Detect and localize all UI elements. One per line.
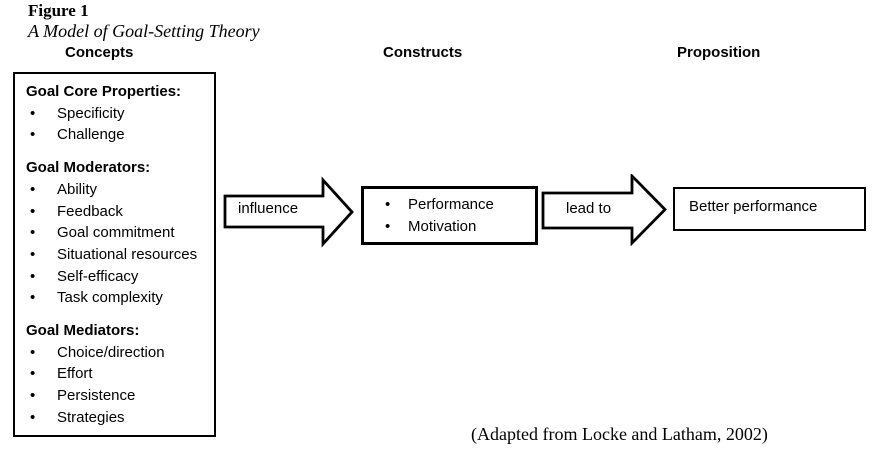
bullet-icon: • bbox=[30, 387, 36, 405]
list-item-label: Feedback bbox=[57, 202, 123, 220]
list-item-label: Effort bbox=[57, 365, 93, 383]
list-item-label: Challenge bbox=[57, 126, 125, 144]
bullet-icon: • bbox=[30, 126, 36, 144]
section-heading: Goal Mediators: bbox=[26, 322, 140, 340]
figure-number: Figure 1 bbox=[28, 1, 89, 20]
list-item: • Ability bbox=[26, 179, 211, 201]
lead-to-arrow bbox=[541, 174, 667, 246]
concepts-box: Goal Core Properties: • Specificity • Ch… bbox=[13, 72, 216, 437]
list-item: • Specificity bbox=[26, 103, 211, 125]
figure-title: A Model of Goal-Setting Theory bbox=[28, 21, 260, 41]
list-item-label: Ability bbox=[57, 180, 98, 198]
list-item: • Self-efficacy bbox=[26, 266, 211, 288]
list-item: • Effort bbox=[26, 363, 211, 385]
section-heading: Goal Moderators: bbox=[26, 159, 151, 177]
list-item: • Motivation bbox=[381, 216, 533, 238]
constructs-box: • Performance • Motivation bbox=[361, 186, 538, 245]
bullet-icon: • bbox=[30, 343, 36, 361]
bullet-icon: • bbox=[30, 224, 36, 242]
bullet-icon: • bbox=[385, 196, 391, 213]
goal-moderators-section: Goal Moderators: • Ability • Feedback • … bbox=[26, 157, 211, 309]
bullet-icon: • bbox=[385, 217, 391, 235]
list-item: • Persistence bbox=[26, 385, 211, 407]
list-item: • Choice/direction bbox=[26, 342, 211, 364]
list-item: • Challenge bbox=[26, 124, 211, 146]
source-caption: (Adapted from Locke and Latham, 2002) bbox=[471, 424, 768, 444]
column-header-constructs: Constructs bbox=[383, 44, 463, 61]
bullet-icon: • bbox=[30, 202, 36, 220]
bullet-icon: • bbox=[30, 180, 36, 198]
lead-to-arrow-label: lead to bbox=[566, 200, 612, 217]
list-item: • Task complexity bbox=[26, 287, 211, 309]
goal-core-properties-section: Goal Core Properties: • Specificity • Ch… bbox=[26, 81, 211, 146]
list-item-label: Situational resources bbox=[57, 245, 198, 263]
bullet-icon: • bbox=[30, 245, 36, 263]
list-item-label: Goal commitment bbox=[57, 224, 175, 242]
bullet-icon: • bbox=[30, 365, 36, 383]
proposition-box: Better performance bbox=[673, 187, 866, 231]
column-header-concepts: Concepts bbox=[65, 44, 134, 61]
list-item-label: Persistence bbox=[57, 387, 136, 405]
list-item-label: Motivation bbox=[408, 217, 477, 235]
bullet-icon: • bbox=[30, 408, 36, 426]
list-item-label: Self-efficacy bbox=[57, 267, 139, 285]
list-item-label: Choice/direction bbox=[57, 343, 165, 361]
list-item: • Situational resources bbox=[26, 244, 211, 266]
list-item-label: Performance bbox=[408, 196, 494, 213]
list-item-label: Task complexity bbox=[57, 289, 163, 307]
bullet-icon: • bbox=[30, 104, 36, 122]
list-item-label: Specificity bbox=[57, 104, 125, 122]
bullet-icon: • bbox=[30, 267, 36, 285]
influence-arrow bbox=[223, 176, 354, 248]
list-item-label: Strategies bbox=[57, 408, 125, 426]
list-item: • Performance bbox=[381, 194, 533, 216]
list-item: • Strategies bbox=[26, 407, 211, 429]
influence-arrow-label: influence bbox=[238, 200, 299, 217]
list-item: • Feedback bbox=[26, 201, 211, 223]
proposition-label: Better performance bbox=[689, 198, 818, 215]
bullet-icon: • bbox=[30, 289, 36, 307]
goal-mediators-section: Goal Mediators: • Choice/direction • Eff… bbox=[26, 320, 211, 429]
section-heading: Goal Core Properties: bbox=[26, 83, 182, 100]
column-header-proposition: Proposition bbox=[677, 44, 761, 61]
list-item: • Goal commitment bbox=[26, 222, 211, 244]
